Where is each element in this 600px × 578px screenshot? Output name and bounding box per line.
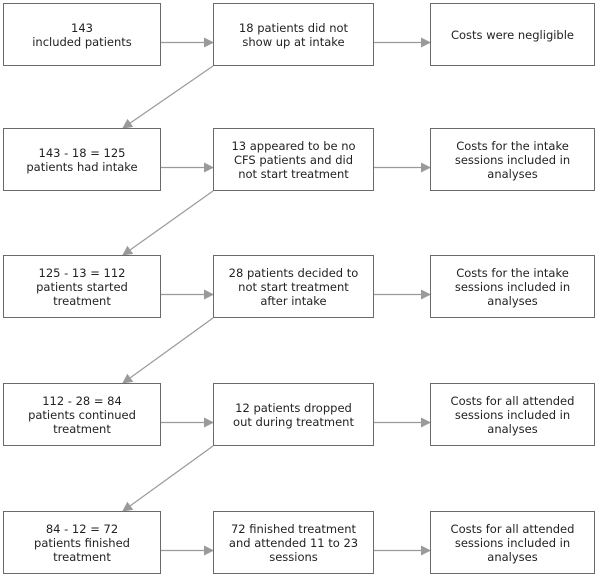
box-text-line: and attended 11 to 23 bbox=[228, 535, 359, 550]
box-text-line: analyses bbox=[487, 166, 538, 181]
box-text-line: 125 - 13 = 112 bbox=[38, 265, 126, 280]
box-text-line: sessions included in bbox=[454, 279, 571, 294]
box-text-line: 12 patients dropped bbox=[235, 400, 352, 415]
box-text-line: sessions bbox=[269, 549, 318, 564]
box-text-line: Costs for the intake bbox=[456, 138, 569, 153]
box-text-line: after intake bbox=[260, 293, 327, 308]
box-text-line: show up at intake bbox=[242, 34, 345, 49]
box-text-line: analyses bbox=[487, 421, 538, 436]
arrow-down-diagonal bbox=[122, 65, 214, 129]
box-text-line: 143 - 18 = 125 bbox=[38, 145, 126, 160]
box-text-line: CFS patients and did bbox=[233, 152, 354, 167]
box-text-line: 84 - 12 = 72 bbox=[45, 521, 119, 536]
box-text-line: Costs were negligible bbox=[450, 27, 575, 42]
box-text-line: patients started bbox=[36, 279, 128, 294]
box-text-line: patients finished bbox=[34, 535, 130, 550]
box-text-line: treatment bbox=[53, 549, 111, 564]
box-text-line: out during treatment bbox=[233, 414, 354, 429]
box-text-line: 28 patients decided to bbox=[228, 265, 359, 280]
box-text-line: 112 - 28 = 84 bbox=[42, 393, 122, 408]
box-text-line: patients continued bbox=[28, 407, 136, 422]
box-text-line: Costs for all attended bbox=[450, 521, 575, 536]
box-text-line: treatment bbox=[53, 421, 111, 436]
box-text-line: treatment bbox=[53, 293, 111, 308]
box-text-line: 143 bbox=[71, 20, 93, 35]
box-text-line: 13 appeared to be no bbox=[231, 138, 356, 153]
box-text-line: sessions included in bbox=[454, 152, 571, 167]
box-text-line: analyses bbox=[487, 549, 538, 564]
box-text-line: 72 finished treatment bbox=[230, 521, 357, 536]
box-text-line: Costs for the intake bbox=[456, 265, 569, 280]
box-text-line: 18 patients did not bbox=[238, 20, 349, 35]
box-text-line: sessions included in bbox=[454, 407, 571, 422]
box-text-line: patients had intake bbox=[26, 159, 138, 174]
box-text-line: not start treatment bbox=[238, 166, 349, 181]
box-text-line: not start treatment bbox=[238, 279, 349, 294]
box-text-line: included patients bbox=[32, 34, 132, 49]
arrow-down-diagonal bbox=[122, 190, 214, 256]
step-box-right-1: Costs were negligible bbox=[430, 3, 595, 66]
box-text-line: Costs for all attended bbox=[450, 393, 575, 408]
box-text-line: sessions included in bbox=[454, 535, 571, 550]
arrow-down-diagonal bbox=[122, 445, 214, 512]
box-text-line: analyses bbox=[487, 293, 538, 308]
arrow-down-diagonal bbox=[122, 317, 214, 384]
